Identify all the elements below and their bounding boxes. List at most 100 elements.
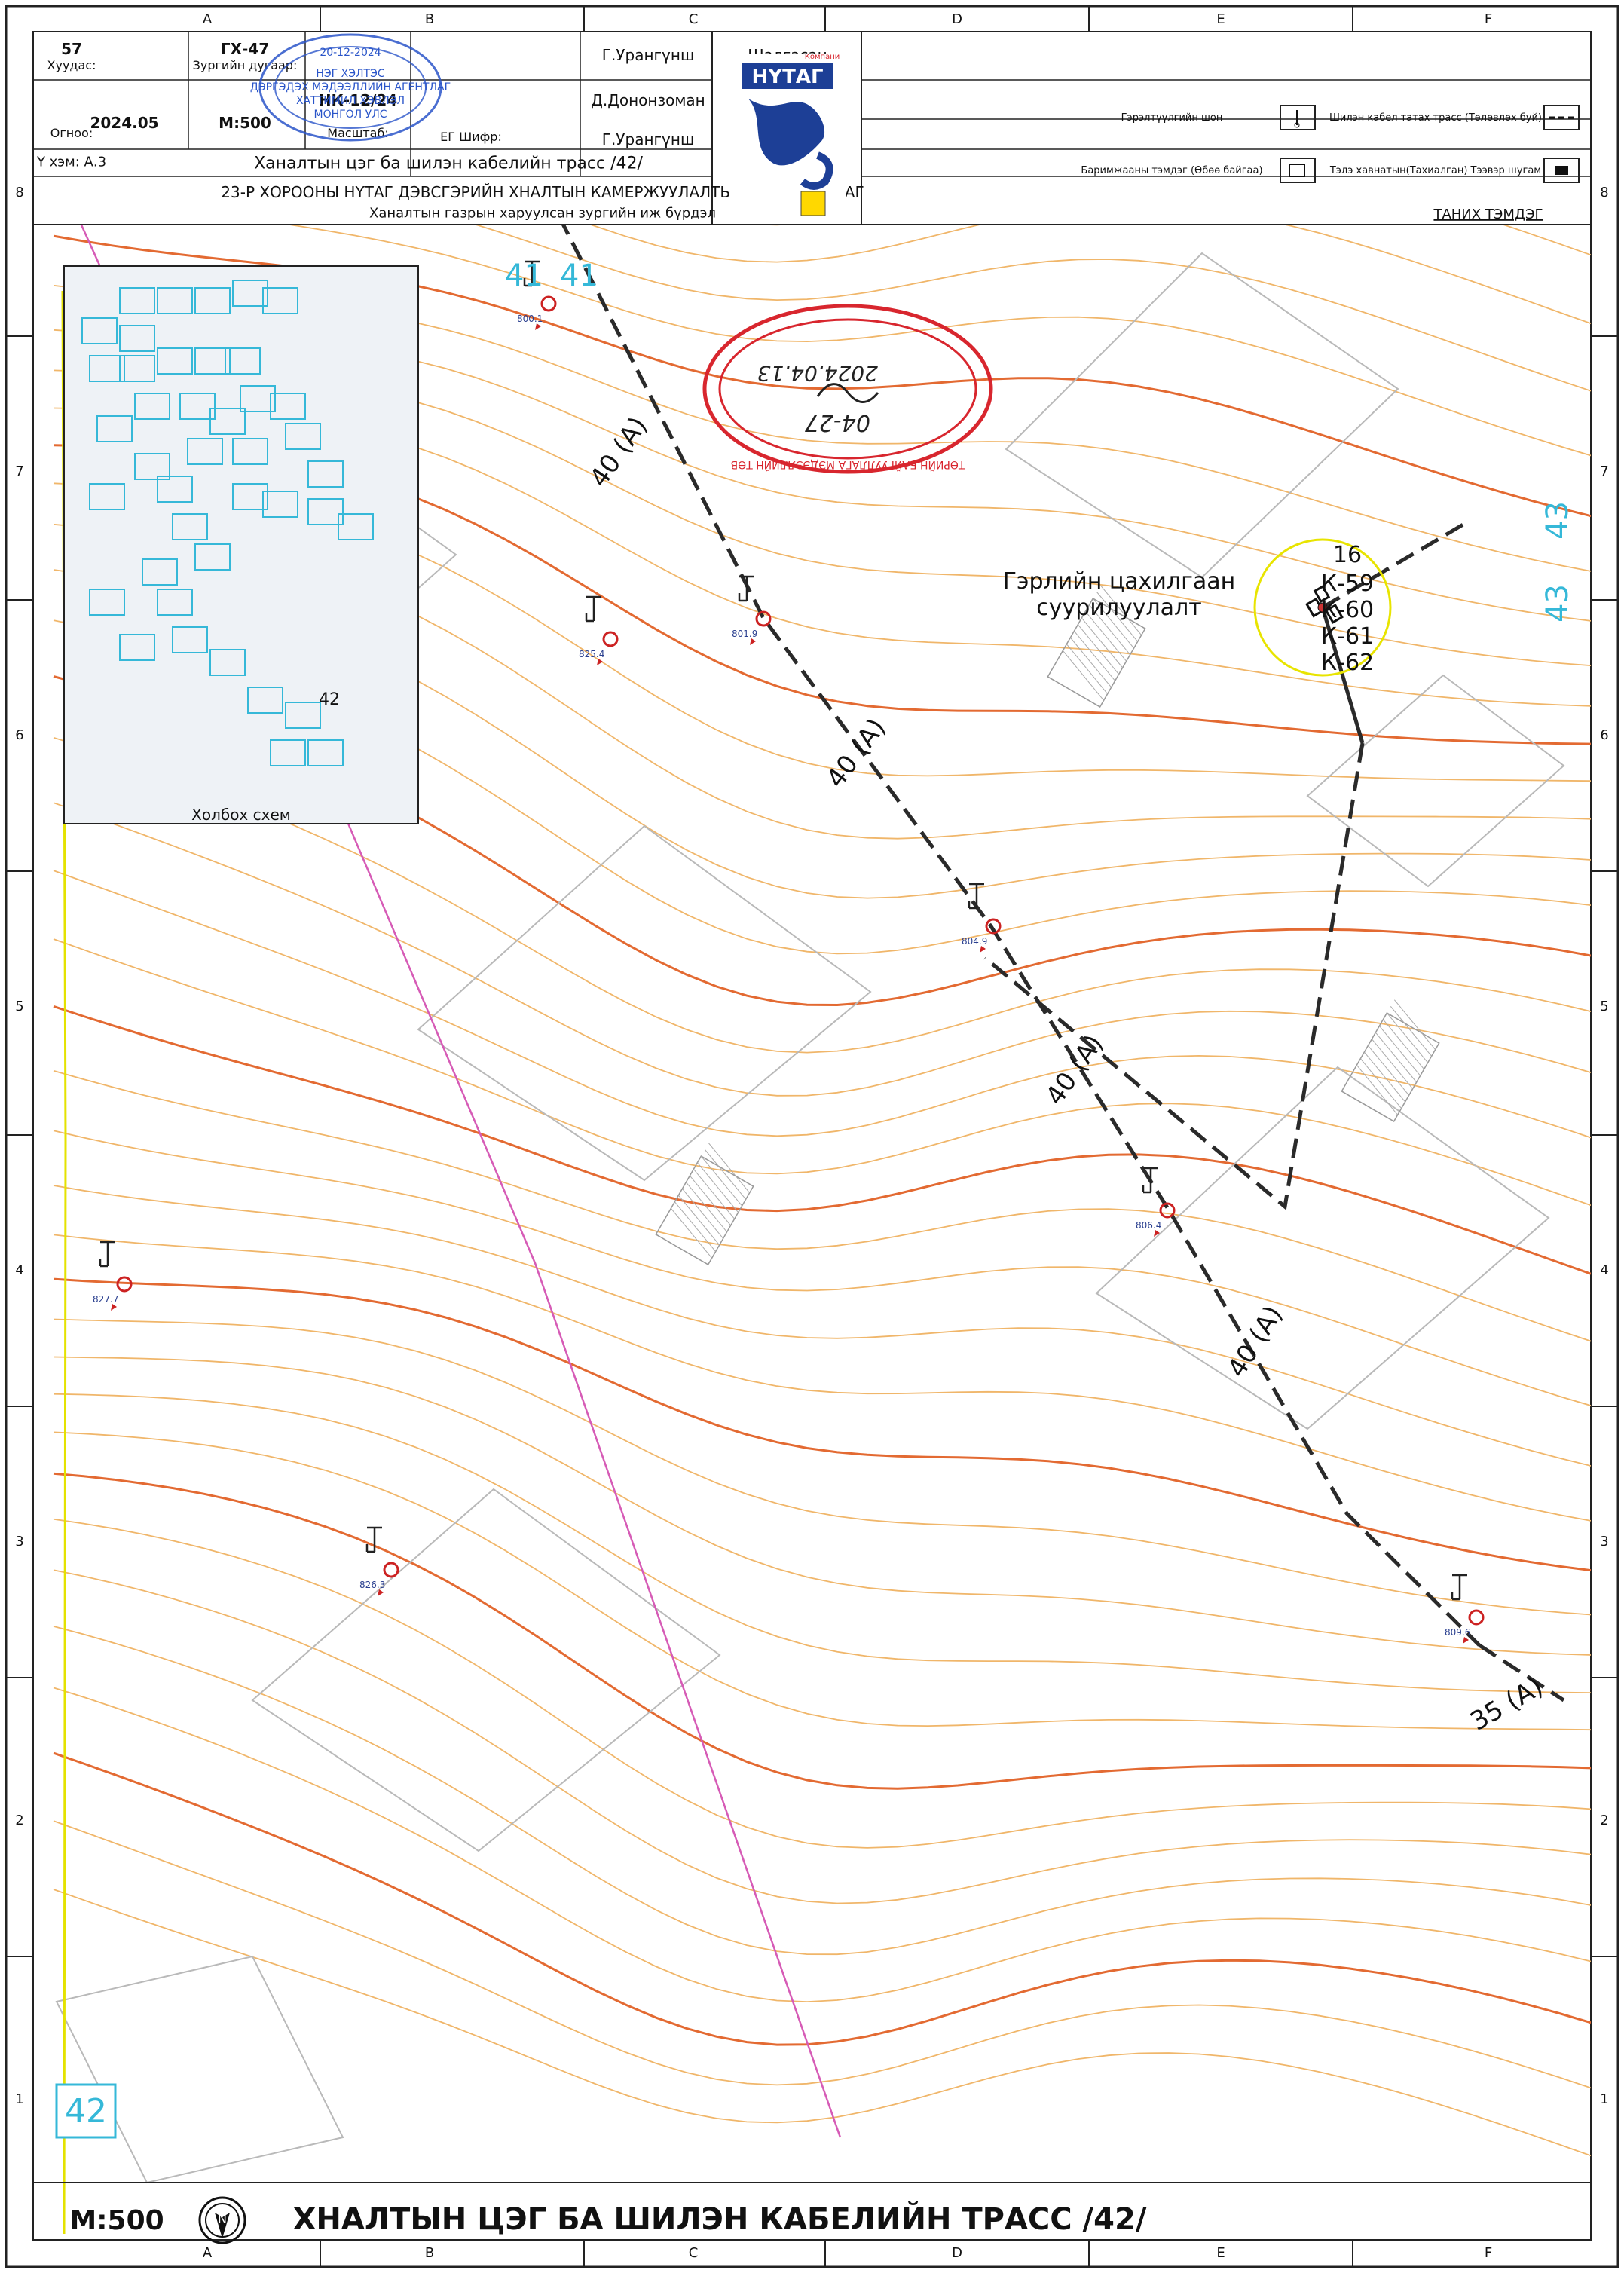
pole-label: 804.9 [962, 936, 987, 947]
inset-cell [134, 393, 170, 420]
pole-circle [116, 1276, 133, 1293]
contour-line [53, 1318, 1591, 1616]
pole-direction-arrow [111, 1304, 117, 1311]
contour-line [53, 1569, 1591, 1904]
grid-col-label: A [203, 11, 213, 27]
tb-name: Г.Урангүнш [602, 130, 695, 148]
inset-cell [262, 287, 298, 314]
north-arrow-icon: N [198, 2196, 246, 2244]
parcel-outline [1005, 252, 1399, 579]
tb-masshtab: М:500 [219, 114, 271, 132]
contour-line [53, 1687, 1591, 2003]
tb-on-label: Огноо: [50, 126, 93, 140]
callout-line: К-61 [1321, 623, 1374, 650]
tb-drawing-title: Ханалтын цэг ба шилэн кабелийн трасс /42… [254, 154, 643, 173]
pole-marker: 806.4 [1136, 1167, 1176, 1237]
grid-row-label: 5 [15, 999, 23, 1014]
contour-line [53, 736, 1591, 1054]
inset-cell [157, 589, 193, 616]
blue-stamp-line: МОНГОЛ УЛС [314, 109, 387, 121]
cable-route-35a-segment [1478, 1643, 1565, 1702]
contour-line [53, 1130, 1591, 1406]
tb-check-label: ЕГ Шифр: [440, 130, 502, 144]
map-title: ХНАЛТЫН ЦЭГ БА ШИЛЭН КАБЕЛИЙН ТРАСС /42/ [293, 2201, 1147, 2237]
contour-line [53, 1393, 1591, 1693]
pole-icon [99, 1241, 115, 1268]
red-stamp-ring-text: ТӨРИЙН БАЙГУУЛЛАГА МЭДЭЭЛЛИЙН ТӨВ [731, 458, 966, 472]
grid-row-label: 1 [1600, 2091, 1608, 2107]
grid-row-label: 8 [15, 185, 23, 200]
pole-direction-arrow [980, 946, 986, 953]
pole-direction-arrow [1154, 1230, 1160, 1237]
grid-col-label: B [425, 2245, 434, 2261]
pole-circle [383, 1562, 399, 1578]
tb-org: Ханалтын газрын харуулсан зургийн иж бүр… [369, 206, 716, 222]
parcel-outline [55, 1955, 344, 2184]
logo-text: НҮТАГ [751, 66, 823, 88]
pole-label: 826.3 [359, 1580, 385, 1590]
neighbor-sheet-top: 41 [505, 259, 543, 293]
inset-cell [262, 491, 298, 518]
pole-icon [1280, 158, 1316, 183]
grid-col-label: C [689, 11, 699, 27]
cable-junction [1320, 607, 1365, 744]
pole-icon [738, 575, 754, 602]
grid-col-label: F [1485, 2245, 1492, 2261]
tb-ref: НК-12/24 [319, 91, 397, 109]
contour-line [53, 938, 1591, 1207]
index-contour-line [53, 1277, 1591, 1572]
hatched-building [1047, 585, 1146, 708]
pole-direction-arrow [535, 323, 541, 330]
callout-line: К-60 [1321, 597, 1374, 623]
inset-title: Холбох схем [191, 806, 291, 824]
grid-col-label: E [1216, 11, 1225, 27]
contour-line [589, 225, 1591, 325]
pole-circle [540, 295, 557, 312]
inset-cell [240, 385, 276, 412]
pole-circle [985, 918, 1002, 935]
inset-cell [194, 287, 231, 314]
parcel-outline [1306, 674, 1565, 888]
grid-col-label: D [952, 2245, 962, 2261]
grid-col-label: A [203, 2245, 213, 2261]
index-contour-line [53, 1472, 1591, 1790]
pole-circle [602, 631, 619, 647]
inset-current-sheet: 42 [319, 690, 340, 709]
inset-cell [285, 423, 321, 450]
contour-line [53, 1626, 1591, 1956]
pole-icon [1451, 1574, 1467, 1601]
neighbor-sheet-right: 43 [1540, 501, 1575, 540]
inset-cell [307, 739, 344, 766]
inset-cell [247, 687, 283, 714]
legend-text: Баримжааны тэмдэг (Өбөө байгаа) [1081, 165, 1262, 176]
logo-sub: Компани [805, 53, 840, 61]
pole-marker: 804.9 [962, 883, 1002, 953]
tb-page-label: Хуудас: [47, 58, 96, 72]
pole-direction-arrow [1463, 1637, 1469, 1644]
red-stamp-num: 04-27 [805, 409, 870, 436]
grid-row-label: 5 [1600, 999, 1608, 1014]
tb-on: 2024.05 [90, 114, 158, 132]
inset-cell [232, 438, 268, 465]
contour-line [53, 1518, 1591, 1849]
dash-icon [1543, 105, 1580, 130]
grid-row-label: 6 [15, 727, 23, 743]
post-icon [1280, 105, 1316, 130]
contour-line [53, 802, 1591, 1097]
inset-cell [338, 513, 374, 540]
inset-cell [270, 739, 306, 766]
contour-line [285, 225, 1591, 457]
grid-row-label: 7 [15, 463, 23, 479]
pole-label: 827.7 [93, 1294, 118, 1305]
grid-row-label: 4 [1600, 1262, 1608, 1278]
route-segments [544, 190, 1565, 1702]
inset-schematic: Холбох схем 42 [63, 265, 419, 824]
inset-cell [96, 415, 133, 442]
tb-code: ГХ-47 [221, 40, 269, 58]
